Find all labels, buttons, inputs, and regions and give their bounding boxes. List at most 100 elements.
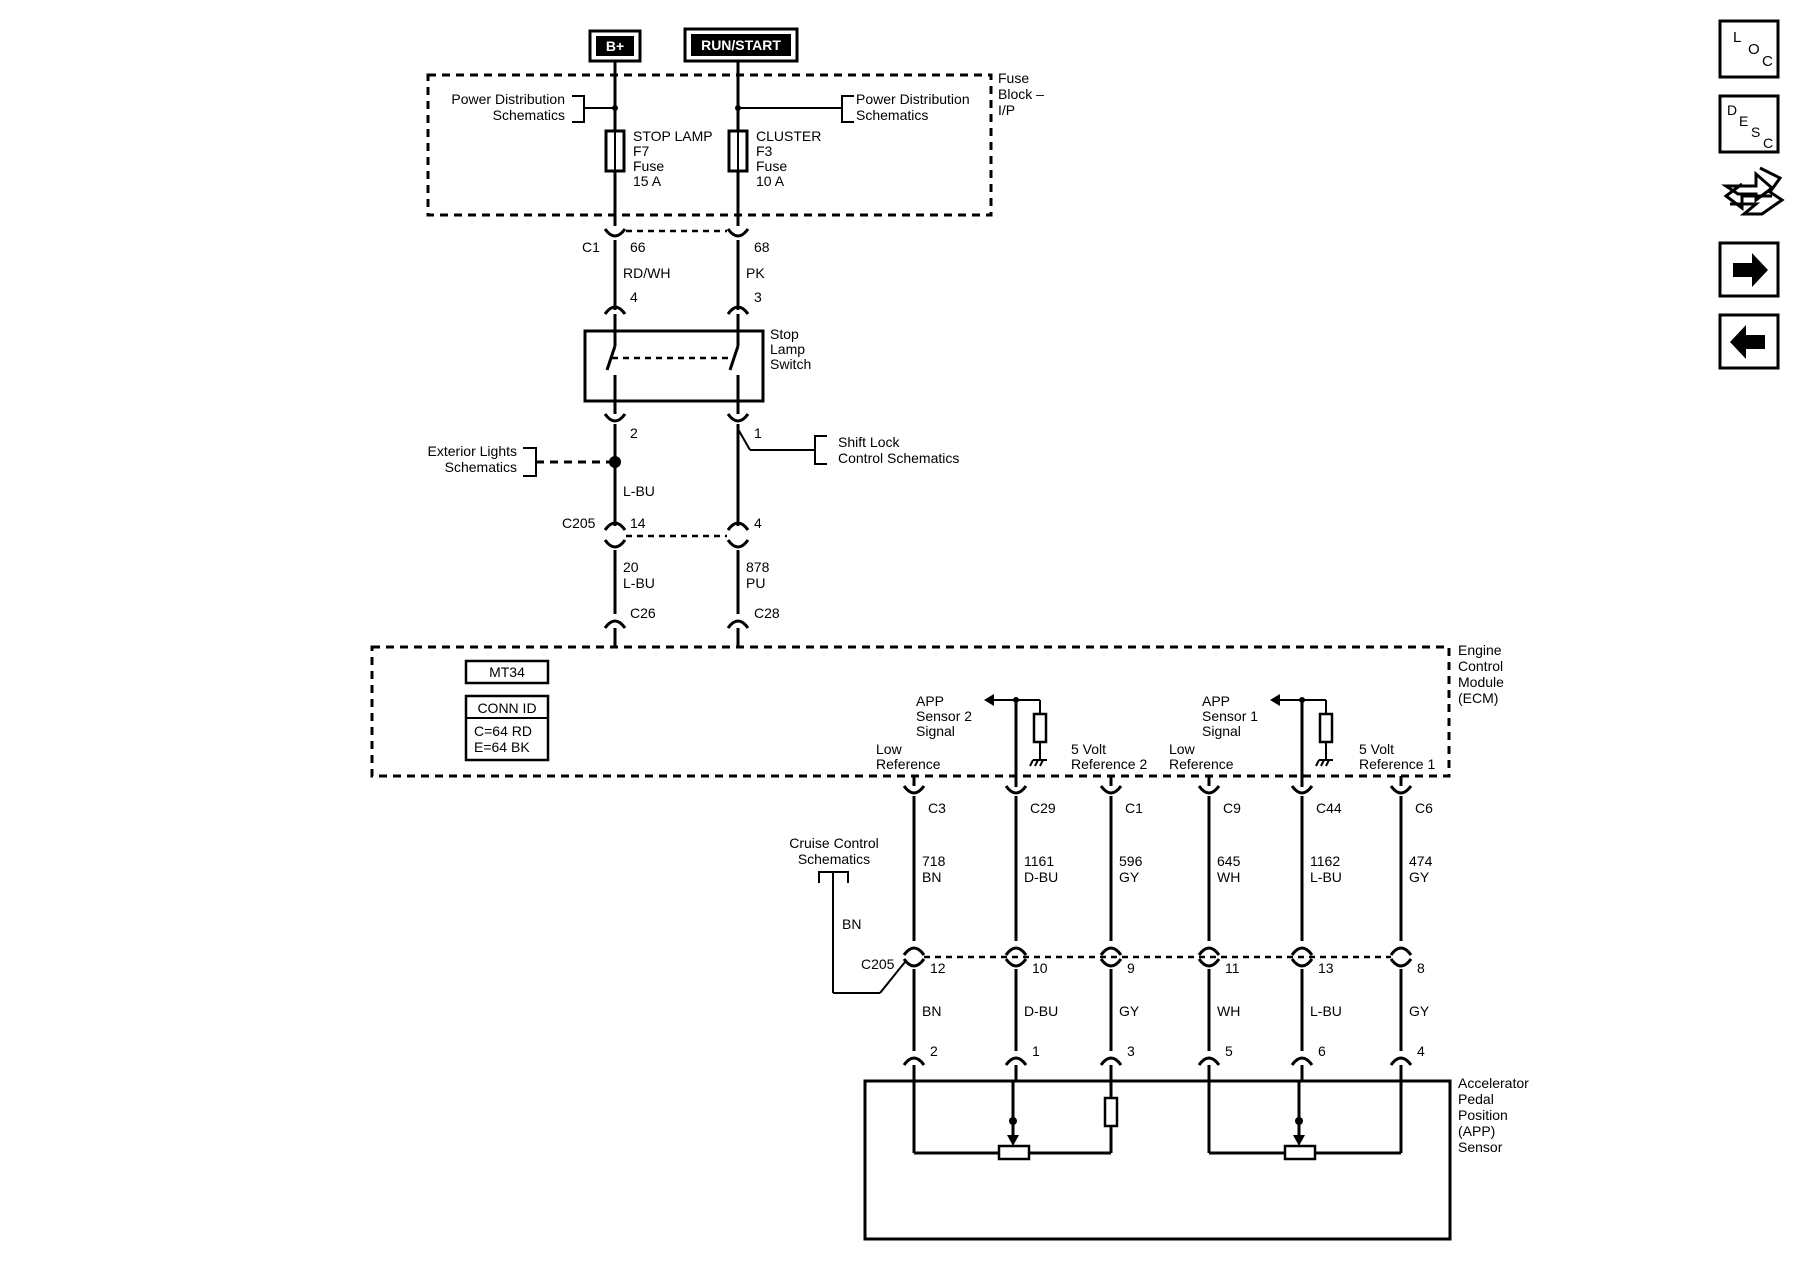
bplus-source: B+: [588, 29, 642, 63]
svg-text:Schematics: Schematics: [856, 107, 928, 123]
svg-text:C205: C205: [562, 515, 596, 531]
svg-text:E=64 BK: E=64 BK: [474, 739, 530, 755]
svg-text:Low: Low: [876, 741, 903, 757]
svg-text:11: 11: [1225, 960, 1240, 976]
svg-text:E: E: [1739, 113, 1748, 129]
fuse-block-label: Fuse Block – I/P: [998, 70, 1044, 118]
cruise-control-schematics: Cruise Control Schematics BN: [789, 835, 906, 994]
svg-text:2: 2: [930, 1043, 938, 1059]
svg-text:Power Distribution: Power Distribution: [856, 91, 970, 107]
svg-text:C: C: [1763, 135, 1773, 151]
svg-text:C1: C1: [1125, 800, 1143, 816]
low-ref-1-label: Low Reference: [1169, 741, 1234, 772]
stop-lamp-fuse: STOP LAMP F7 Fuse 15 A: [604, 128, 713, 189]
svg-text:Block –: Block –: [998, 86, 1044, 102]
svg-text:878: 878: [746, 559, 770, 575]
svg-text:L-BU: L-BU: [623, 575, 655, 591]
arrow-right-icon: [1733, 253, 1768, 287]
svg-text:Power Distribution: Power Distribution: [451, 91, 565, 107]
app2-signal-circuit: [984, 694, 1048, 767]
svg-text:Signal: Signal: [1202, 723, 1241, 739]
svg-text:BN: BN: [922, 869, 941, 885]
svg-text:D-BU: D-BU: [1024, 1003, 1058, 1019]
svg-text:Fuse: Fuse: [633, 158, 664, 174]
svg-text:1: 1: [754, 425, 762, 441]
svg-text:GY: GY: [1119, 1003, 1140, 1019]
svg-text:L: L: [1733, 29, 1741, 46]
svg-text:PU: PU: [746, 575, 765, 591]
svg-text:Switch: Switch: [770, 356, 811, 372]
svg-text:474: 474: [1409, 853, 1433, 869]
svg-text:Lamp: Lamp: [770, 341, 805, 357]
svg-text:5: 5: [1225, 1043, 1233, 1059]
desc-button[interactable]: D E S C: [1718, 94, 1780, 154]
svg-text:O: O: [1748, 41, 1760, 58]
wire-pk: PK: [746, 265, 765, 281]
app-sensor-1-element: [1207, 1081, 1403, 1161]
arrow-left-icon: [1730, 325, 1765, 359]
svg-text:Schematics: Schematics: [798, 851, 870, 867]
svg-text:Reference 2: Reference 2: [1071, 756, 1147, 772]
app2-signal-label: APP Sensor 2 Signal: [916, 693, 972, 739]
connector-view-button[interactable]: [1721, 166, 1785, 216]
conn-id-box: CONN ID C=64 RD E=64 BK: [464, 694, 550, 762]
svg-text:Module: Module: [1458, 674, 1504, 690]
svg-text:Fuse: Fuse: [756, 158, 787, 174]
svg-text:Position: Position: [1458, 1107, 1508, 1123]
app1-signal-label: APP Sensor 1 Signal: [1202, 693, 1258, 739]
runstart-source: RUN/START: [683, 27, 799, 63]
stop-lamp-switch: Stop Lamp Switch: [583, 326, 811, 403]
loc-button[interactable]: L O C: [1718, 19, 1780, 79]
previous-button[interactable]: [1718, 313, 1780, 370]
svg-text:C44: C44: [1316, 800, 1342, 816]
power-distribution-right: Power Distribution Schematics: [735, 91, 970, 123]
svg-text:L-BU: L-BU: [1310, 1003, 1342, 1019]
svg-text:BN: BN: [922, 1003, 941, 1019]
power-distribution-left: Power Distribution Schematics: [451, 91, 618, 123]
svg-text:68: 68: [754, 239, 770, 255]
desc-icon: D E S C: [1727, 102, 1773, 151]
loc-icon: L O C: [1733, 29, 1773, 70]
svg-text:C: C: [1762, 53, 1773, 70]
app-sensor-2-element: [912, 1081, 1119, 1161]
svg-text:1: 1: [1032, 1043, 1040, 1059]
svg-text:S: S: [1751, 124, 1760, 140]
svg-text:12: 12: [930, 960, 946, 976]
mt34-badge: MT34: [464, 659, 550, 685]
svg-text:1162: 1162: [1310, 853, 1340, 869]
svg-text:Fuse: Fuse: [998, 70, 1029, 86]
ecm-outline: [370, 645, 1451, 778]
svg-text:15 A: 15 A: [633, 173, 662, 189]
svg-text:718: 718: [922, 853, 946, 869]
svg-text:4: 4: [1417, 1043, 1425, 1059]
svg-text:APP: APP: [916, 693, 944, 709]
svg-text:F7: F7: [633, 143, 650, 159]
svg-text:10 A: 10 A: [756, 173, 785, 189]
svg-text:F3: F3: [756, 143, 773, 159]
next-button[interactable]: [1718, 241, 1780, 298]
app-sensor-label: Accelerator Pedal Position (APP) Sensor: [1458, 1075, 1529, 1155]
svg-text:Control: Control: [1458, 658, 1503, 674]
svg-text:(ECM): (ECM): [1458, 690, 1498, 706]
ecm-label: Engine Control Module (ECM): [1458, 642, 1504, 706]
svg-text:9: 9: [1127, 960, 1135, 976]
svg-text:C=64 RD: C=64 RD: [474, 723, 532, 739]
svg-text:C29: C29: [1030, 800, 1056, 816]
svg-text:10: 10: [1032, 960, 1048, 976]
svg-text:Low: Low: [1169, 741, 1196, 757]
svg-text:3: 3: [754, 289, 762, 305]
ref2-label: 5 Volt Reference 2: [1071, 741, 1147, 772]
svg-text:14: 14: [630, 515, 646, 531]
svg-text:STOP LAMP: STOP LAMP: [633, 128, 713, 144]
c205-lower-label: C205: [861, 956, 895, 972]
svg-text:3: 3: [1127, 1043, 1135, 1059]
svg-text:I/P: I/P: [998, 102, 1015, 118]
svg-text:RUN/START: RUN/START: [701, 37, 781, 53]
svg-text:8: 8: [1417, 960, 1425, 976]
svg-text:Reference 1: Reference 1: [1359, 756, 1435, 772]
